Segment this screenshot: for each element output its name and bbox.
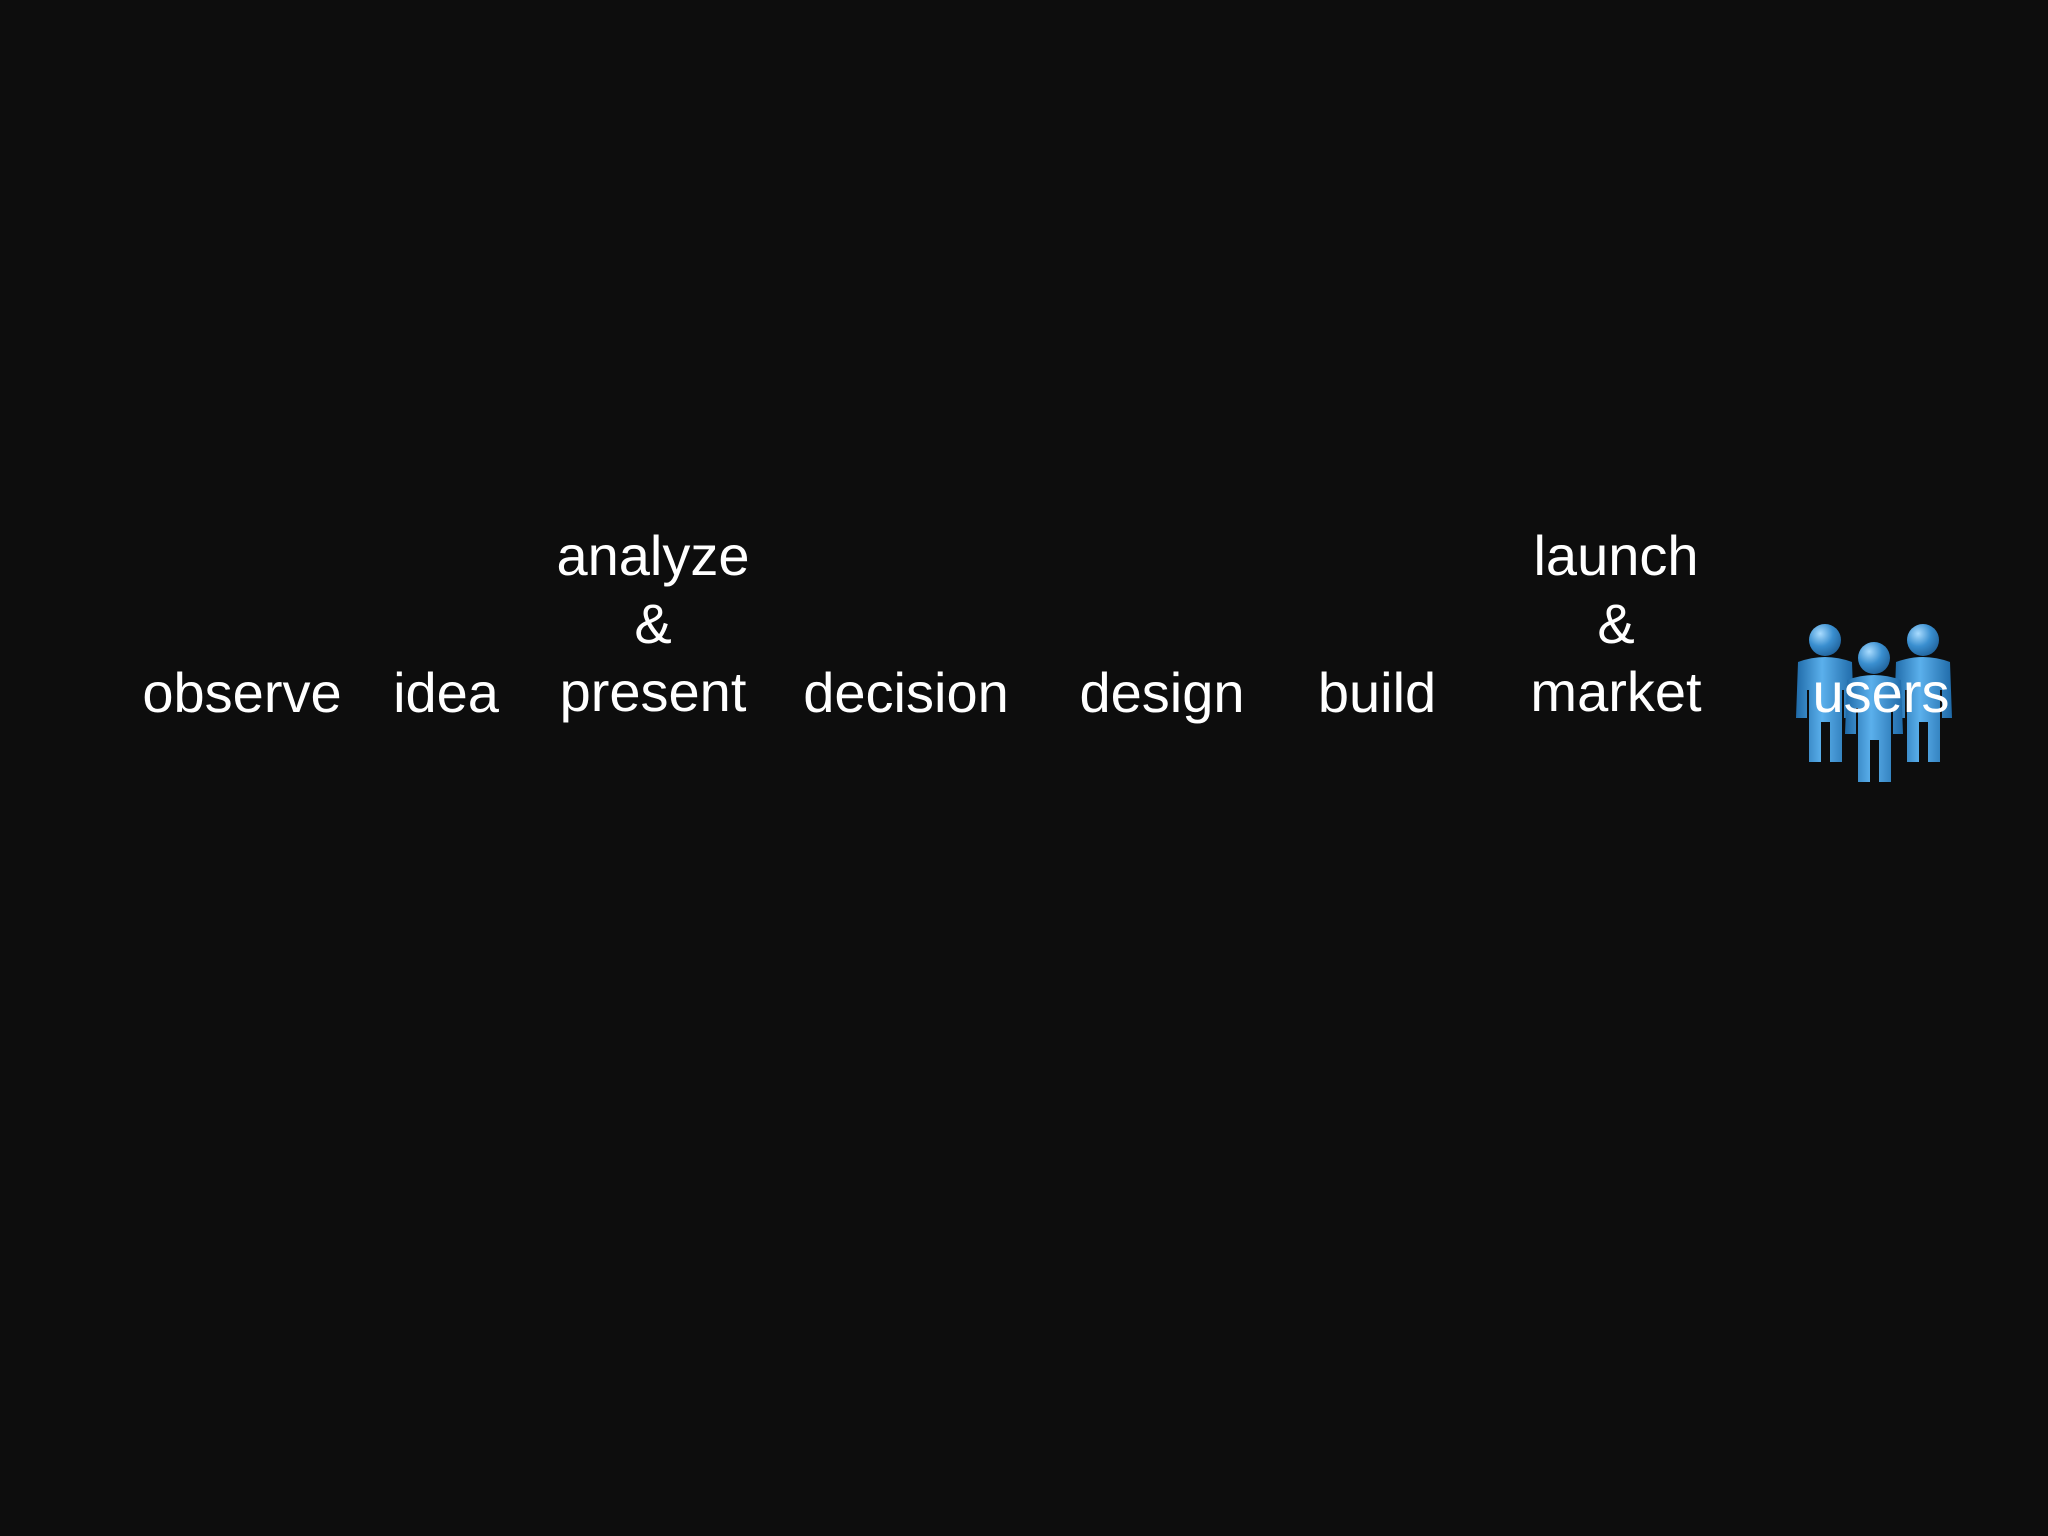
step-users-label: users [1812,661,1950,724]
step-analyze-ampersand: & [634,592,672,655]
step-build-label: build [1317,661,1437,724]
step-users: users [1813,659,1950,727]
step-design-label: design [1079,661,1245,724]
step-observe: observe [142,659,341,727]
step-launch-ampersand: & [1597,592,1635,655]
step-observe-label: observe [142,661,342,724]
step-idea-label: idea [393,661,499,724]
step-build: build [1318,659,1436,727]
person-middle-icon [1845,642,1903,782]
step-market-label: market [1530,660,1702,723]
step-launch-market: launch & market [1530,522,1701,726]
person-right-icon [1894,624,1952,762]
people-group-icon [1796,624,1952,782]
step-decision: decision [803,659,1008,727]
person-left-icon [1796,624,1854,762]
step-launch-label: launch [1533,524,1699,587]
step-decision-label: decision [803,661,1009,724]
step-analyze-present: analyze & present [556,522,749,726]
users-group [1788,622,1960,788]
step-idea: idea [393,659,499,727]
step-present-label: present [559,660,747,723]
step-analyze-label: analyze [556,524,750,587]
step-design: design [1079,659,1244,727]
